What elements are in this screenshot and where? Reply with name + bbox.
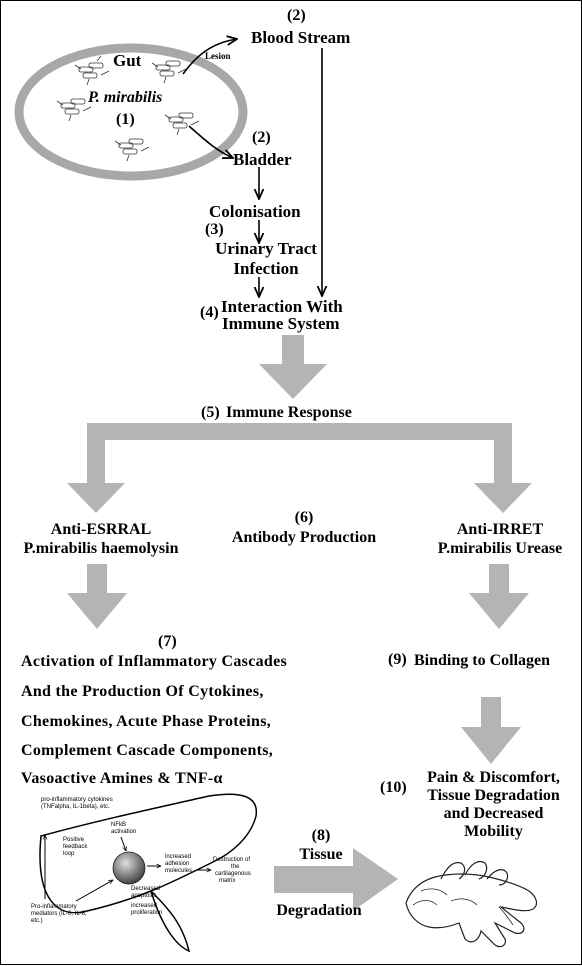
- gut-ellipse: [14, 43, 248, 181]
- tissue-line1: Tissue: [299, 846, 343, 863]
- interaction-step-number: (4): [200, 304, 219, 321]
- arrow-to-pain: [461, 697, 521, 764]
- arrow-left-down: [67, 564, 127, 629]
- antibody-label: Antibody Production: [231, 529, 377, 546]
- arthritic-hand-icon: [405, 860, 538, 948]
- pain-line1: Pain & Discomfort,: [427, 769, 560, 786]
- interaction-line1: Interaction With: [221, 297, 343, 316]
- inflammation-line: Activation of Inflammatory Cascades: [21, 653, 288, 670]
- inflammation-line: Complement Cascade Components,: [21, 742, 274, 759]
- uti-line1: Urinary Tract: [215, 239, 317, 258]
- pain-line3: and Decreased: [443, 805, 544, 822]
- immune-response-label: Immune Response: [226, 404, 352, 421]
- collagen-step-number: (9): [388, 651, 407, 668]
- split-arrow: [67, 423, 532, 513]
- mini-feedback-line2: feedback: [63, 844, 88, 850]
- mini-mediators-line2: mediators (IL-6, IL-8,: [31, 911, 87, 917]
- mini-destruction-line1: Destruction of: [213, 857, 251, 863]
- bladder-label: Bladder: [233, 150, 292, 169]
- mini-destruction-line2: the: [231, 864, 240, 870]
- mini-nfkb-line2: activation: [111, 829, 137, 835]
- mini-nfkb-line1: NFkB: [111, 822, 126, 828]
- collagen-label: Binding to Collagen: [414, 652, 551, 669]
- inflammation-step-number: (7): [158, 633, 177, 650]
- gut-label: Gut: [113, 51, 142, 70]
- arrow-right-down: [469, 564, 529, 629]
- pain-step-number: (10): [380, 779, 407, 796]
- mini-cytokines-line1: pro-inflammatory cytokines: [41, 797, 113, 803]
- arrow-gut-to-bloodstream: [182, 39, 237, 75]
- mini-destruction-line4: matrix: [219, 878, 236, 884]
- uti-line2: Infection: [233, 259, 299, 278]
- inflammation-line: Chemokines, Acute Phase Proteins,: [21, 713, 272, 730]
- gut-step-number: (1): [116, 111, 135, 128]
- anti-irret-line1: Anti-IRRET: [456, 521, 544, 538]
- mini-apoptosis-line2: apoptosis: [131, 893, 157, 899]
- anti-irret-line2: P.mirabilis Urease: [437, 540, 563, 557]
- anti-esrral-line2: P.mirabilis haemolysin: [23, 540, 179, 557]
- antibody-step-number: (6): [294, 509, 314, 526]
- mini-cytokines-line2: (TNFalpha, IL-1beta), etc.: [41, 804, 110, 810]
- pain-line4: Mobility: [464, 823, 523, 840]
- colonisation-label: Colonisation: [209, 202, 301, 221]
- mini-adhesion-line1: increased: [165, 854, 192, 860]
- inflammation-line: And the Production Of Cytokines,: [21, 683, 264, 700]
- mini-adhesion-line3: molecules: [165, 868, 193, 874]
- arrow-gut-to-bladder: [188, 125, 233, 158]
- big-arrow-to-immune-response: [259, 335, 327, 399]
- mini-feedback-line1: Positive: [63, 837, 85, 843]
- organism-label: P. mirabilis: [88, 89, 163, 106]
- inflammation-line: Vasoactive Amines & TNF-α: [21, 770, 223, 787]
- mini-adhesion-line2: adhesion: [165, 861, 190, 867]
- arrow-tissue-degradation: [274, 848, 398, 911]
- mini-mediators-line3: etc.): [31, 918, 43, 924]
- interaction-line2: Immune System: [222, 314, 340, 333]
- mini-destruction-line3: cartilagenous: [215, 871, 251, 877]
- bacteria-cluster-icon: [56, 55, 200, 162]
- pain-line2: Tissue Degradation: [427, 787, 560, 804]
- mini-feedback-line3: loop: [63, 851, 75, 857]
- mini-apoptosis-line1: Decreased: [131, 886, 161, 892]
- tissue-step-number: (8): [311, 827, 331, 844]
- uti-step-number: (3): [205, 221, 224, 238]
- tissue-line2: Degradation: [276, 902, 362, 919]
- bloodstream-label: Blood Stream: [251, 28, 351, 47]
- immune-response-step-number: (5): [201, 404, 220, 421]
- anti-esrral-line1: Anti-ESRRAL: [50, 521, 152, 538]
- bloodstream-step-number: (2): [287, 7, 306, 24]
- mini-mediators-line1: Pro-inflammatory: [31, 904, 77, 910]
- mini-proliferation-line1: increased: [131, 903, 158, 909]
- mini-proliferation-line2: proliferation: [131, 910, 163, 916]
- bladder-step-number: (2): [252, 129, 271, 146]
- inflammation-mini-diagram: [39, 793, 257, 953]
- lesion-label: Lesion: [205, 51, 231, 61]
